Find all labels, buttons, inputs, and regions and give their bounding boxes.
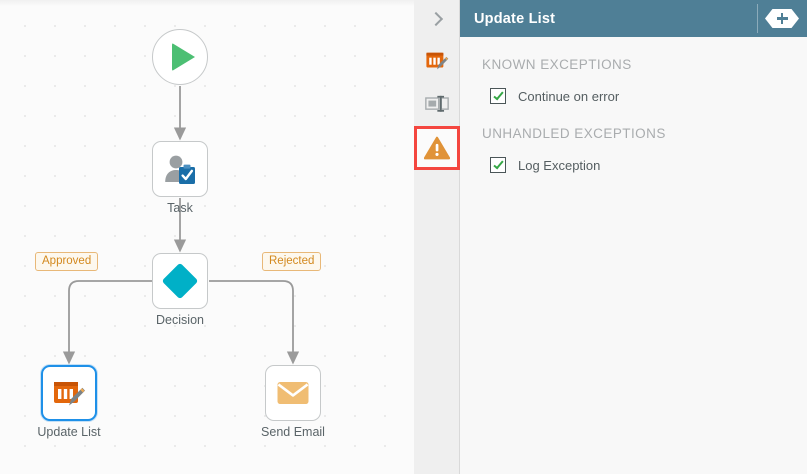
properties-icon xyxy=(425,95,449,112)
chevron-right-icon xyxy=(428,11,443,27)
checkbox-continue-on-error[interactable] xyxy=(490,88,506,104)
checkbox-label-continue-on-error: Continue on error xyxy=(518,88,620,104)
canvas-top-shadow xyxy=(0,0,414,6)
user-task-icon xyxy=(165,155,195,184)
node-decision[interactable]: Decision xyxy=(152,253,208,327)
branch-label-rejected[interactable]: Rejected xyxy=(262,252,322,271)
node-task[interactable]: Task xyxy=(152,141,208,215)
warning-icon xyxy=(424,136,450,160)
node-start[interactable] xyxy=(152,29,208,85)
check-icon xyxy=(492,89,504,101)
workflow-canvas[interactable]: Task Decision Approved Rejected xyxy=(0,0,414,474)
node-send-email-box[interactable] xyxy=(265,365,321,421)
checkbox-row-continue-on-error[interactable]: Continue on error xyxy=(490,88,807,104)
panel-title: Update List xyxy=(474,10,556,27)
strip-button-exceptions[interactable] xyxy=(414,126,460,170)
panel-body: KNOWN EXCEPTIONS Continue on error UNHAN… xyxy=(460,37,807,195)
diamond-icon xyxy=(161,262,199,300)
header-divider xyxy=(757,4,758,33)
connector-layer xyxy=(62,86,300,365)
update-list-icon xyxy=(54,382,85,406)
node-decision-label: Decision xyxy=(156,313,204,327)
node-decision-box[interactable] xyxy=(152,253,208,309)
node-task-box[interactable] xyxy=(152,141,208,197)
strip-button-update-list[interactable] xyxy=(414,38,460,82)
checkbox-label-log-exception: Log Exception xyxy=(518,157,601,173)
node-task-label: Task xyxy=(167,201,193,215)
envelope-icon xyxy=(277,382,309,404)
panel-expand-button[interactable] xyxy=(414,0,460,38)
checkbox-log-exception[interactable] xyxy=(490,157,506,173)
play-icon xyxy=(171,43,195,71)
panel-header: Update List xyxy=(460,0,807,37)
node-update-list-label: Update List xyxy=(37,425,101,439)
branch-label-approved[interactable]: Approved xyxy=(35,252,99,271)
update-list-icon xyxy=(426,52,449,69)
properties-panel: Update List KNOWN EXCEPTIONS Continue on… xyxy=(460,0,807,474)
node-update-list-box[interactable] xyxy=(41,365,97,421)
node-update-list[interactable]: Update List xyxy=(37,365,101,439)
add-button[interactable] xyxy=(765,9,799,28)
strip-button-properties[interactable] xyxy=(414,82,460,126)
check-icon xyxy=(492,158,504,170)
section-title-known-exceptions: KNOWN EXCEPTIONS xyxy=(482,57,632,72)
plus-vertical-bar xyxy=(780,13,784,24)
node-send-email-label: Send Email xyxy=(261,425,325,439)
node-send-email[interactable]: Send Email xyxy=(261,365,325,439)
section-title-unhandled-exceptions: UNHANDLED EXCEPTIONS xyxy=(482,126,666,141)
checkbox-row-log-exception[interactable]: Log Exception xyxy=(490,157,807,173)
tool-icon-strip xyxy=(414,0,460,474)
